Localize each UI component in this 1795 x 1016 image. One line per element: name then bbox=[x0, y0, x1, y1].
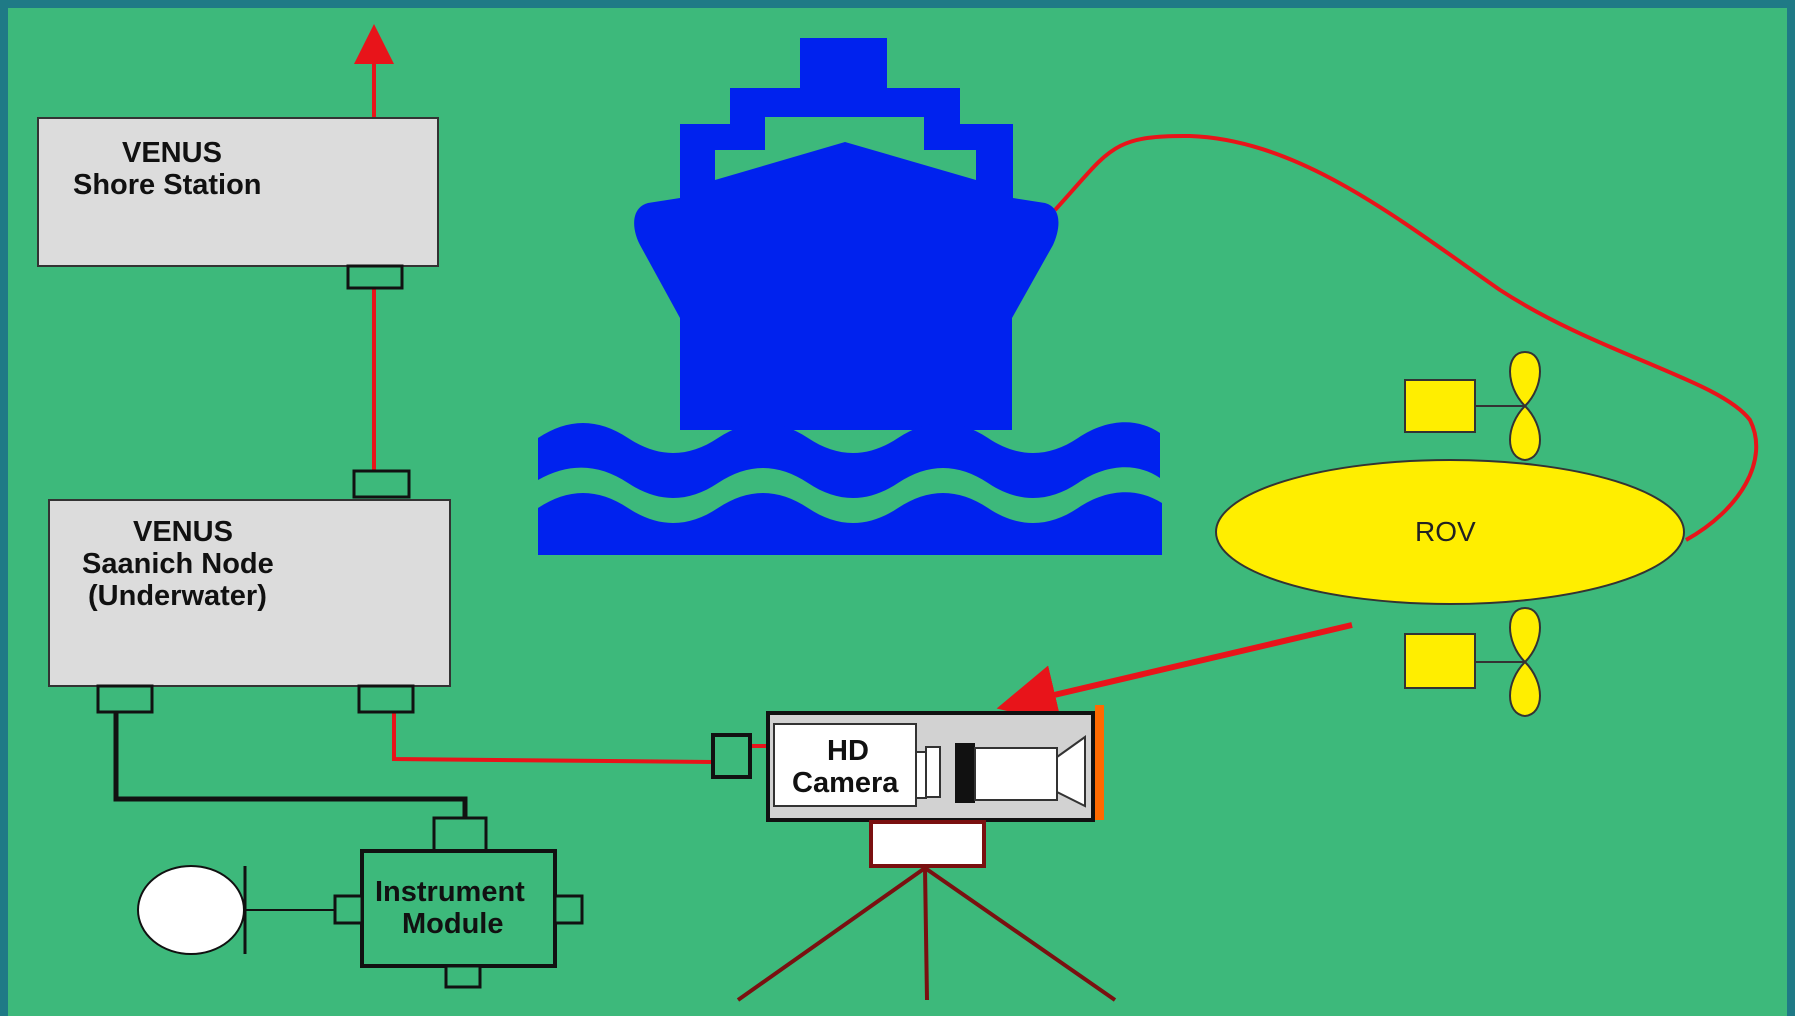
hd-camera-lens-ring bbox=[955, 743, 975, 803]
saanich-node-title: VENUS bbox=[133, 516, 233, 548]
node-to-instrument-cable bbox=[113, 712, 468, 818]
instrument-module-label-1: Instrument bbox=[375, 876, 525, 908]
instrument-module-left-port bbox=[333, 894, 364, 925]
ship-icon bbox=[634, 38, 1059, 430]
propeller-icon bbox=[1509, 606, 1541, 718]
shore-station-port bbox=[346, 264, 404, 290]
tripod-mount bbox=[869, 820, 986, 868]
shore-station: VENUS Shore Station bbox=[37, 117, 439, 290]
rov-body bbox=[1215, 459, 1685, 605]
hd-camera-lens-accent bbox=[1095, 705, 1104, 820]
shore-station-title: VENUS bbox=[122, 137, 222, 169]
rov-tether-cable bbox=[1053, 133, 1759, 542]
node-to-camera-cable bbox=[392, 712, 714, 764]
instrument-module-label-2: Module bbox=[402, 908, 504, 940]
hd-camera-label-2: Camera bbox=[792, 767, 899, 799]
rov-label: ROV bbox=[1415, 516, 1476, 547]
instrument-module-bottom-port bbox=[444, 964, 482, 989]
propeller-icon bbox=[1509, 350, 1541, 462]
hd-camera-connector bbox=[711, 733, 752, 779]
saanich-node: VENUS Saanich Node (Underwater) bbox=[48, 469, 451, 714]
hd-camera-label-1: HD bbox=[827, 735, 869, 767]
rov-to-camera-arrow bbox=[996, 622, 1353, 724]
saanich-node-port-right bbox=[357, 684, 415, 714]
rov: ROV bbox=[1215, 350, 1685, 718]
instrument-module-right-port bbox=[553, 894, 584, 925]
tripod-icon bbox=[736, 820, 1117, 1002]
sensor-icon bbox=[137, 865, 335, 955]
instrument-module-top-port bbox=[432, 816, 488, 853]
saanich-node-port-left bbox=[96, 684, 154, 714]
lens-icon bbox=[1056, 735, 1086, 808]
rov-thruster-box-top bbox=[1404, 379, 1476, 433]
saanich-node-subtitle: Saanich Node bbox=[82, 548, 274, 580]
waves-icon bbox=[538, 422, 1162, 555]
shore-station-subtitle: Shore Station bbox=[73, 169, 262, 201]
saanich-node-top-port bbox=[352, 469, 411, 499]
rov-thruster-box-bottom bbox=[1404, 633, 1476, 689]
hd-camera: HD Camera bbox=[711, 705, 1104, 822]
instrument-module: Instrument Module bbox=[333, 816, 584, 989]
saanich-node-location: (Underwater) bbox=[88, 580, 267, 612]
